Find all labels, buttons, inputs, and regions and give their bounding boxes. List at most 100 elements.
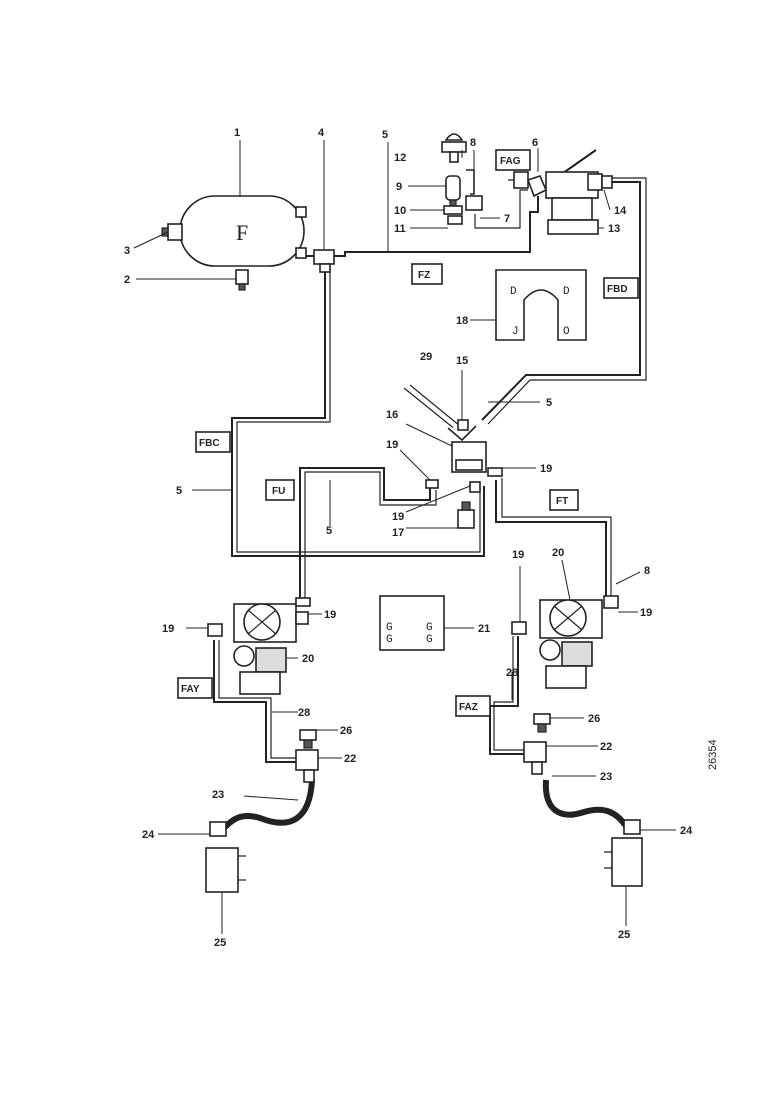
callout-22-right: 22 <box>600 741 612 753</box>
tag-fbd: FBD <box>607 284 628 295</box>
pipe-to-valve-14b <box>487 177 647 425</box>
callout-25-right: 25 <box>618 929 630 941</box>
pipe-main-supply <box>300 196 539 257</box>
filter-9 <box>445 175 461 207</box>
callout-12: 12 <box>394 152 406 164</box>
line-tags: FAG FZ FBD FBC FU FT FAY FAZ <box>177 149 639 717</box>
callout-3: 3 <box>124 245 130 257</box>
callout-19-left-r: 19 <box>324 609 336 621</box>
fitting-6 <box>513 171 548 198</box>
pipe-branch-7 <box>474 189 528 229</box>
callout-28-right: 28 <box>506 667 518 679</box>
callout-29: 29 <box>420 351 432 363</box>
callout-13: 13 <box>608 223 620 235</box>
callout-5-top: 5 <box>382 129 388 141</box>
fitting-24-right <box>623 819 641 835</box>
callout-5-fu: 5 <box>326 525 332 537</box>
leader-lines <box>133 140 676 934</box>
pipe-fu-left <box>299 467 431 598</box>
brake-actuator-left <box>233 603 297 695</box>
callout-10: 10 <box>394 205 406 217</box>
callout-26-right: 26 <box>588 713 600 725</box>
callout-20-left: 20 <box>302 653 314 665</box>
tag-fay: FAY <box>181 684 200 695</box>
callout-24-left: 24 <box>142 829 155 841</box>
callout-14: 14 <box>614 205 627 217</box>
callout-26-left: 26 <box>340 725 352 737</box>
tag-fbc: FBC <box>199 438 220 449</box>
callout-19-right-top: 19 <box>512 549 524 561</box>
plate-18-bl: J <box>512 326 519 338</box>
pipe-ft-right-inner <box>501 478 612 596</box>
callout-15: 15 <box>456 355 468 367</box>
pipe-fu-left-inner <box>304 471 437 598</box>
mounting-plate-18: D D J O <box>495 269 587 341</box>
callout-28-left: 28 <box>298 707 310 719</box>
fittings-19-left <box>207 597 311 637</box>
plate-21-bl: G <box>386 634 393 646</box>
pipe-to-valve-14 <box>481 181 641 421</box>
pipe-28-left <box>213 640 296 763</box>
callout-numbers: 1 4 5 8 6 12 9 10 11 7 14 13 3 2 18 29 1… <box>124 127 693 949</box>
brake-cylinder-25-right <box>604 837 643 887</box>
callout-17: 17 <box>392 527 404 539</box>
callout-23-right: 23 <box>600 771 612 783</box>
plate-21-tl: G <box>386 622 393 634</box>
callout-19-dist-bottom: 19 <box>392 511 404 523</box>
callout-4: 4 <box>318 127 325 139</box>
air-reservoir: F <box>179 195 307 267</box>
fitting-24-left <box>209 821 227 837</box>
callout-19-dist-right: 19 <box>540 463 552 475</box>
tag-fz: FZ <box>418 270 430 281</box>
plate-21-br: G <box>426 634 433 646</box>
pipe-tee4-down-inner <box>236 268 481 553</box>
inlet-fitting <box>161 223 183 241</box>
tag-faz: FAZ <box>459 702 478 713</box>
callout-18: 18 <box>456 315 468 327</box>
callout-21: 21 <box>478 623 490 635</box>
fitting-22-left <box>295 749 319 783</box>
hose-23-left <box>219 779 315 833</box>
fittings-19-right <box>511 595 619 635</box>
fittings-19-distributor <box>425 467 503 493</box>
brake-actuator-right <box>539 599 603 689</box>
fitting-22-right <box>523 741 547 775</box>
pipe-tee4-down <box>231 268 485 557</box>
pipe-28-right <box>489 636 524 755</box>
bleed-26-right <box>533 713 551 733</box>
callout-11: 11 <box>394 223 406 235</box>
fitting-10 <box>443 205 463 215</box>
plate-21-tr: G <box>426 622 433 634</box>
plate-18-tr: D <box>563 286 570 298</box>
pressure-switch-12 <box>441 133 467 163</box>
callout-6: 6 <box>532 137 538 149</box>
drain-valve <box>235 269 249 291</box>
figure-code: 26354 <box>707 739 719 770</box>
callout-1: 1 <box>234 127 240 139</box>
callout-24-right: 24 <box>680 825 693 837</box>
callout-2: 2 <box>124 274 130 286</box>
valve-8 <box>465 169 483 211</box>
tag-fu: FU <box>272 486 285 497</box>
callout-19-left-l: 19 <box>162 623 174 635</box>
callout-8-top: 8 <box>470 137 476 149</box>
hose-23-right <box>542 779 629 828</box>
mounting-plate-21: G G G G <box>379 595 445 651</box>
pipe-28-left-inner <box>218 640 296 759</box>
callout-25-left: 25 <box>214 937 226 949</box>
callout-7: 7 <box>504 213 510 225</box>
pipe-ft-right <box>495 480 607 596</box>
callout-5-left: 5 <box>176 485 182 497</box>
callout-8-right: 8 <box>644 565 650 577</box>
pipe-29 <box>403 384 461 431</box>
fitting-15 <box>457 419 469 431</box>
callout-5-right: 5 <box>546 397 552 409</box>
callout-19-right-r: 19 <box>640 607 652 619</box>
pipe-28-right-inner <box>493 636 524 751</box>
components: F <box>161 133 643 893</box>
plate-18-tl: D <box>510 286 517 298</box>
relay-valve-16 <box>447 425 487 473</box>
callout-20-right: 20 <box>552 547 564 559</box>
pipe-network <box>213 177 647 833</box>
